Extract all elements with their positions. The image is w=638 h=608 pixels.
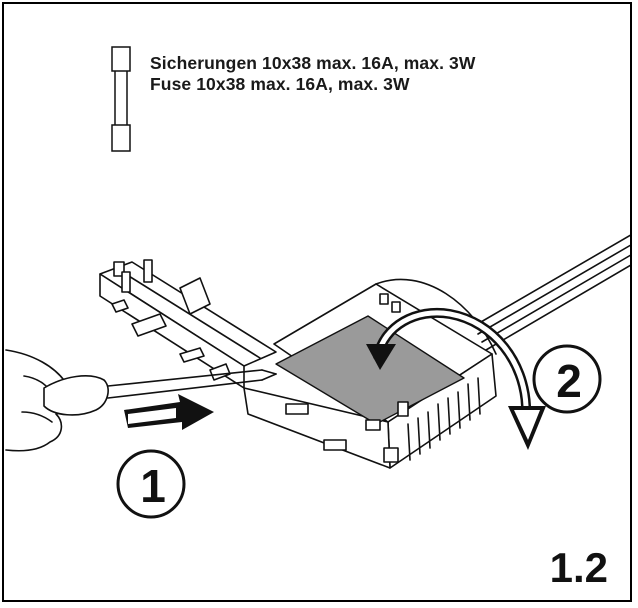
push-arrow-icon — [124, 394, 214, 430]
fuse-spec-text: Sicherungen 10x38 max. 16A, max. 3W Fuse… — [150, 53, 475, 95]
step-2-number: 2 — [556, 355, 582, 407]
figure-label: 1.2 — [549, 544, 608, 591]
rotate-arrow-icon — [366, 307, 546, 450]
fuse-spec-english: Fuse 10x38 max. 16A, max. 3W — [150, 74, 410, 94]
screwdriver-icon — [43, 369, 277, 416]
fuse-icon — [111, 46, 131, 152]
installation-illustration — [5, 234, 630, 519]
cable-icon — [473, 234, 630, 351]
step-1-number: 1 — [140, 460, 166, 512]
step-2-circle — [532, 344, 602, 414]
hand-icon — [5, 349, 71, 452]
device-icon — [99, 259, 497, 469]
figure-frame: Sicherungen 10x38 max. 16A, max. 3W Fuse… — [2, 2, 632, 602]
step-1-circle — [116, 449, 186, 519]
fuse-spec-german: Sicherungen 10x38 max. 16A, max. 3W — [150, 53, 476, 73]
